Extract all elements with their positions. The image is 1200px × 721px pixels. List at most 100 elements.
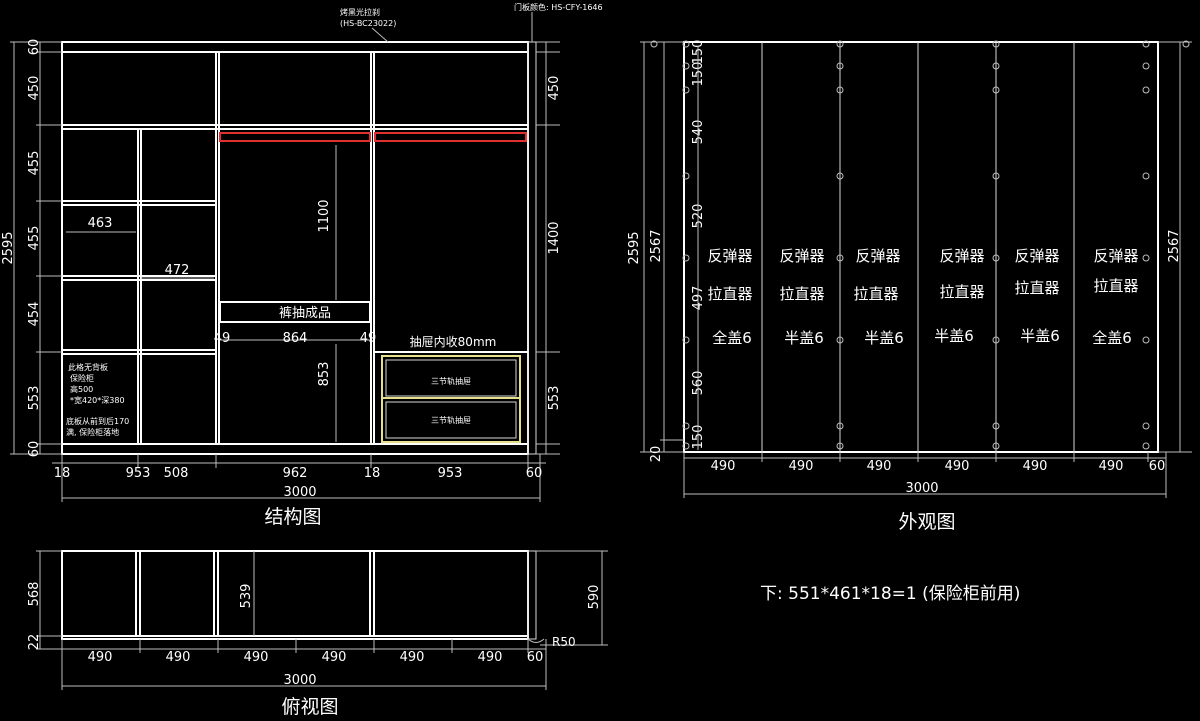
ext-bottom-5: 490 (1023, 459, 1048, 474)
top-side-strip (527, 550, 537, 640)
dim-drawer-side-2: 49 (360, 331, 377, 346)
top-right-dim: 590 (587, 585, 602, 610)
door-2-label-3: 半盖6 (784, 329, 824, 347)
hinge-mark-0-7 (682, 442, 690, 450)
hinge-mark-0-6 (682, 422, 690, 430)
door-3-label-2: 拉直器 (853, 285, 898, 303)
top-bottom-4: 490 (322, 650, 347, 665)
ext-bottom-7: 60 (1149, 459, 1166, 474)
top-note: 烤黑光拉刹 (340, 7, 380, 17)
pants-drawer (219, 301, 371, 323)
dim-shelf-width-1: 463 (88, 216, 113, 231)
exterior-view: 反弹器 拉直器 全盖6 反弹器 拉直器 半盖6 反弹器 拉直器 半盖6 反弹器 … (627, 40, 1192, 533)
ext-total-height: 2595 (627, 231, 642, 264)
ext-door-height: 2567 (649, 229, 664, 262)
top-bottom-7: 60 (527, 650, 544, 665)
hinge-mark-1-0 (836, 40, 844, 48)
door-2-label-2: 拉直器 (779, 285, 824, 303)
top-left-dim-2: 22 (27, 634, 42, 651)
hinge-mark-1-5 (836, 336, 844, 344)
hinge-marks (650, 40, 1190, 450)
drawer-1 (385, 359, 517, 397)
dim-drawer-side-1: 49 (214, 331, 231, 346)
top-view-outline (61, 550, 529, 640)
door-2-label-1: 反弹器 (779, 247, 824, 265)
dim-left-2: 450 (27, 76, 42, 101)
ext-bottom-4: 490 (945, 459, 970, 474)
dim-bottom-6: 953 (438, 466, 463, 481)
dim-drawer-width: 864 (283, 331, 308, 346)
hinge-mark-1-1 (836, 62, 844, 70)
top-bottom-6: 490 (478, 650, 503, 665)
corner-mark-0 (650, 40, 658, 48)
dim-drawer-height: 853 (317, 362, 332, 387)
top-depth-inner: 539 (239, 584, 254, 609)
door-1-label-2: 拉直器 (707, 285, 752, 303)
ext-total-width: 3000 (905, 481, 938, 496)
dim-left-4: 455 (27, 226, 42, 251)
dim-right-2: 1400 (547, 221, 562, 254)
top-note-code: (HS-BC23022) (340, 19, 396, 28)
hinge-mark-2-1 (992, 62, 1000, 70)
dim-bottom-3: 508 (164, 466, 189, 481)
dim-bottom-2: 953 (126, 466, 151, 481)
hinge-mark-2-5 (992, 336, 1000, 344)
door-3-label-1: 反弹器 (855, 247, 900, 265)
door-5-label-1: 反弹器 (1014, 247, 1059, 265)
top-bottom-2: 490 (166, 650, 191, 665)
door-5-label-3: 半盖6 (1020, 327, 1060, 345)
safe-note-4: *宽420*深380 (70, 395, 125, 405)
drawer-2 (385, 401, 517, 439)
hinge-mark-0-4 (682, 254, 690, 262)
hinge-mark-3-0 (1142, 40, 1150, 48)
safe-note-6: 满, 保险柜落地 (66, 427, 119, 437)
drawer-label-1: 三节轨抽屉 (431, 376, 471, 386)
hinge-mark-2-7 (992, 442, 1000, 450)
top-bottom-5: 490 (400, 650, 425, 665)
door-4-label-1: 反弹器 (939, 247, 984, 265)
cabinet-outline (61, 41, 529, 455)
hinge-mark-2-0 (992, 40, 1000, 48)
hanging-rod-left (219, 132, 371, 142)
safe-note-3: 高500 (70, 384, 93, 394)
hinge-mark-3-6 (1142, 422, 1150, 430)
hinge-mark-2-2 (992, 86, 1000, 94)
dim-rod-height: 1100 (317, 199, 332, 232)
hinge-mark-3-4 (1142, 254, 1150, 262)
dim-total-width: 3000 (283, 485, 316, 500)
hinge-mark-2-6 (992, 422, 1000, 430)
hinge-mark-0-2 (682, 86, 690, 94)
hinge-mark-3-3 (1142, 172, 1150, 180)
hinge-mark-1-7 (836, 442, 844, 450)
ext-right-height: 2567 (1167, 229, 1182, 262)
door-4-label-3: 半盖6 (934, 327, 974, 345)
pants-drawer-label: 裤抽成品 (279, 306, 331, 321)
ext-bottom-1: 490 (711, 459, 736, 474)
hinge-mark-1-2 (836, 86, 844, 94)
hinge-mark-0-5 (682, 336, 690, 344)
drawer-note: 抽屉内收80mm (410, 335, 497, 349)
hinge-mark-1-4 (836, 254, 844, 262)
safe-board-note: 下: 551*461*18=1 (保险柜前用) (760, 584, 1020, 604)
door-1-label-1: 反弹器 (707, 247, 752, 265)
door-3-label-3: 半盖6 (864, 329, 904, 347)
corner-mark-1 (1182, 40, 1190, 48)
top-total-width: 3000 (283, 673, 316, 688)
hinge-mark-3-5 (1142, 336, 1150, 344)
door-1-label-3: 全盖6 (712, 329, 752, 347)
door-6-label-2: 拉直器 (1093, 277, 1138, 295)
dim-right-3: 553 (547, 386, 562, 411)
hinge-mark-3-2 (1142, 86, 1150, 94)
hinge-mark-3-1 (1142, 62, 1150, 70)
drawer-label-2: 三节轨抽屉 (431, 415, 471, 425)
door-5-label-2: 拉直器 (1014, 279, 1059, 297)
corner-radius-arc (527, 638, 545, 643)
top-view: 568 22 539 590 R50 490 490 490 490 490 4… (27, 550, 608, 718)
safe-note-1: 此格无背板 (68, 362, 108, 372)
hinge-mark-3-7 (1142, 442, 1150, 450)
top-view-title: 俯视图 (281, 696, 338, 718)
dim-left-3: 455 (27, 151, 42, 176)
top-bottom-3: 490 (244, 650, 269, 665)
structure-view: 60 450 455 455 454 553 60 2595 450 1400 … (1, 2, 603, 528)
hinge-mark-1-3 (836, 172, 844, 180)
